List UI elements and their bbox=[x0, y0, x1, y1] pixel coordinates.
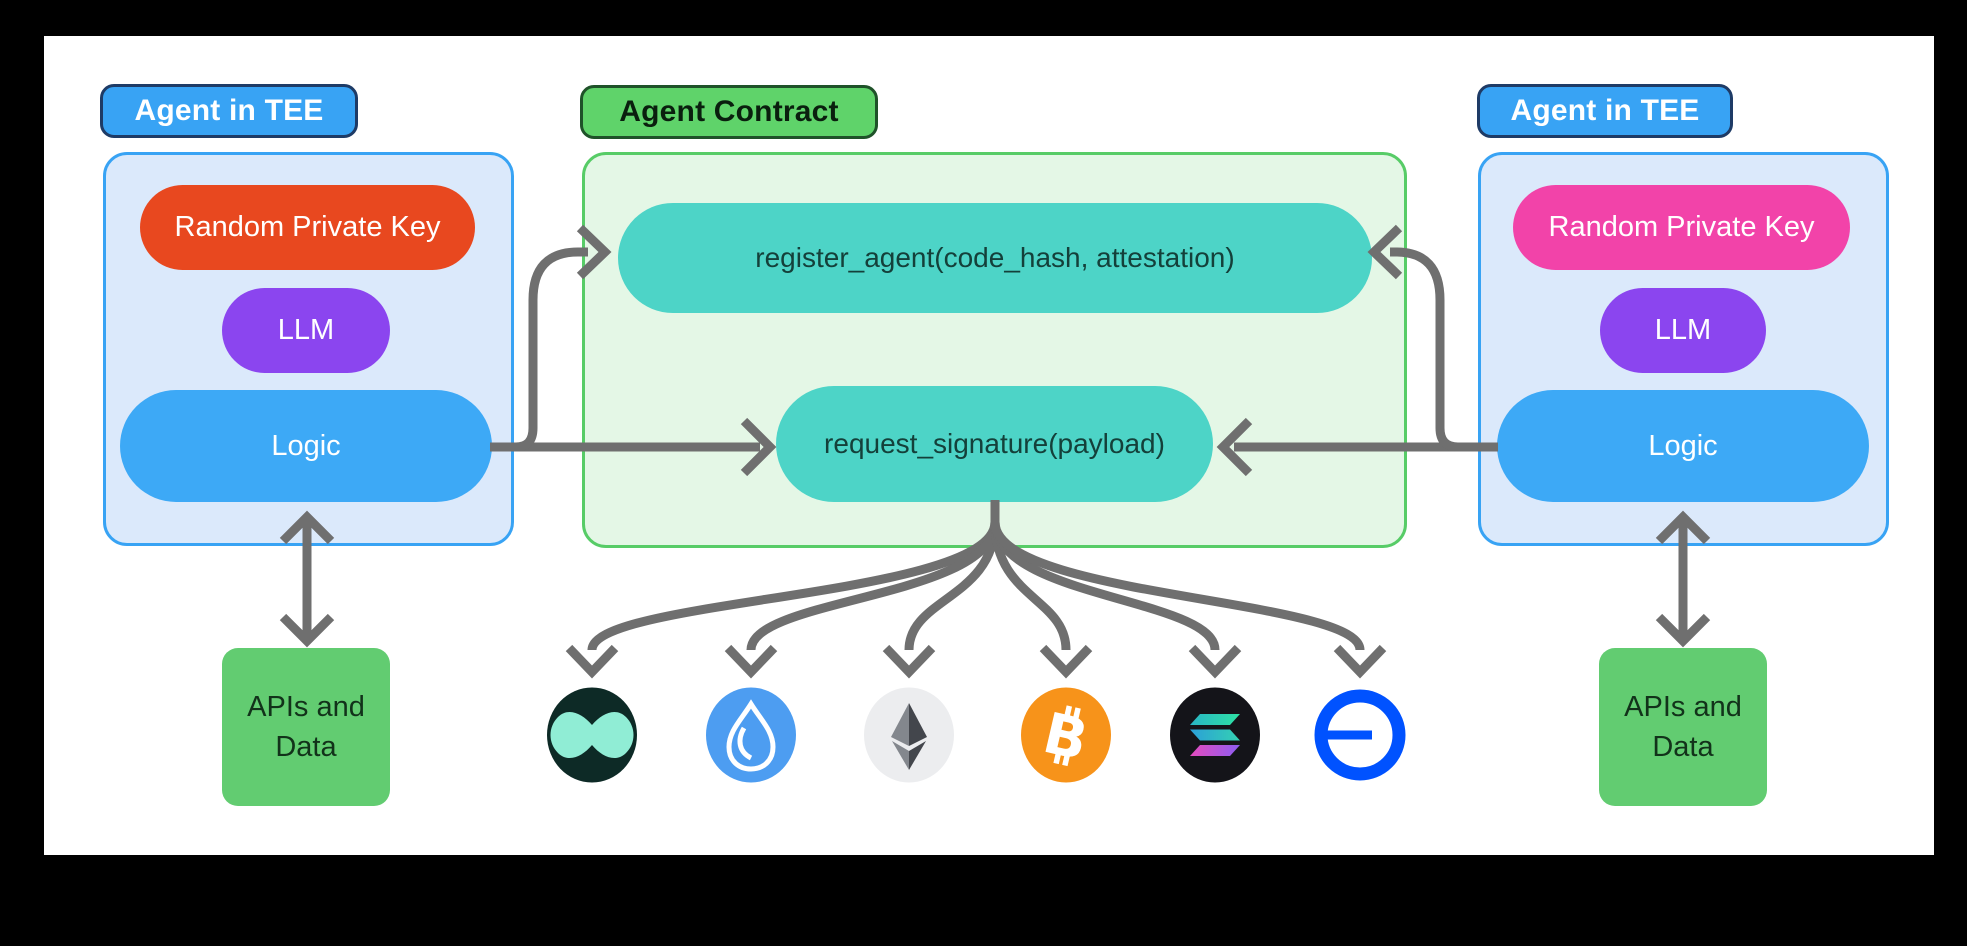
solana-glyph bbox=[1190, 714, 1240, 756]
sui-droplet-glyph bbox=[726, 699, 776, 772]
near-icon bbox=[547, 687, 637, 783]
right-apis-line2: Data bbox=[1652, 731, 1714, 763]
right-apis-line1: APIs and bbox=[1624, 690, 1742, 723]
right-apis-data-box: APIs and Data bbox=[1599, 648, 1767, 806]
request-signature-function-pill: request_signature(payload) bbox=[776, 386, 1213, 502]
left-apis-data-box: APIs and Data bbox=[222, 648, 390, 806]
left-llm-pill: LLM bbox=[222, 288, 390, 373]
left-tee-title: Agent in TEE bbox=[100, 84, 358, 138]
right-logic-pill: Logic bbox=[1497, 390, 1869, 502]
left-logic-pill: Logic bbox=[120, 390, 492, 502]
left-private-key-pill: Random Private Key bbox=[140, 185, 475, 270]
solana-icon bbox=[1170, 687, 1260, 783]
left-apis-line2: Data bbox=[275, 731, 337, 763]
near-glyph bbox=[550, 711, 634, 759]
sui-droplet-inner bbox=[737, 726, 753, 761]
ethereum-glyph bbox=[891, 703, 927, 770]
ethereum-icon bbox=[864, 687, 954, 783]
register-agent-function-pill: register_agent(code_hash, attestation) bbox=[618, 203, 1372, 313]
right-llm-pill: LLM bbox=[1600, 288, 1766, 373]
left-apis-line1: APIs and bbox=[247, 690, 365, 723]
base-ring bbox=[1314, 689, 1406, 781]
base-icon bbox=[1314, 687, 1406, 783]
sui-icon bbox=[706, 687, 796, 783]
right-tee-title: Agent in TEE bbox=[1477, 84, 1733, 138]
right-private-key-pill: Random Private Key bbox=[1513, 185, 1850, 270]
agent-contract-title: Agent Contract bbox=[580, 85, 878, 139]
bitcoin-icon: B bbox=[1021, 687, 1111, 783]
